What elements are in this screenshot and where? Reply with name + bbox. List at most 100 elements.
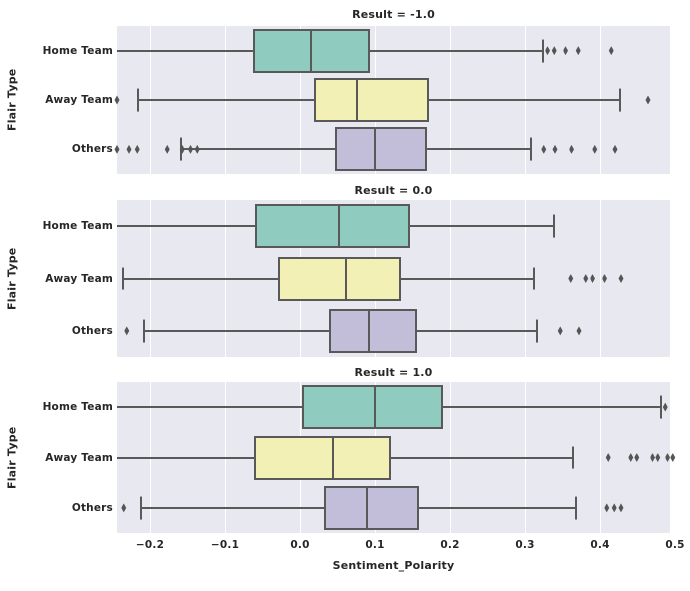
- y-tick-wrap: Home Team: [0, 26, 113, 174]
- x-axis-label: Sentiment_Polarity: [332, 559, 455, 572]
- outlier-marker: [608, 46, 614, 56]
- outlier-marker: [618, 503, 624, 513]
- whisker-high: [409, 225, 553, 228]
- y-tick-wrap: Home Team: [0, 200, 113, 357]
- outlier-marker: [114, 144, 120, 154]
- outlier-marker: [121, 503, 127, 513]
- outlier-marker: [551, 46, 557, 56]
- y-tick-label: Away Team: [45, 272, 113, 285]
- cap-low: [121, 267, 124, 290]
- y-tick-label: Home Team: [42, 401, 113, 414]
- outlier-marker: [612, 144, 618, 154]
- cap-high: [574, 496, 577, 520]
- y-tick-label: Home Team: [42, 220, 113, 233]
- outlier-marker: [650, 453, 655, 462]
- whisker-low: [117, 406, 302, 409]
- y-tick-wrap: Away Team: [0, 200, 113, 357]
- x-tick-label: −0.1: [210, 539, 240, 551]
- outlier-marker: [552, 144, 558, 154]
- x-tick-label: 0.3: [515, 539, 535, 551]
- cap-high: [571, 446, 574, 469]
- outlier-marker: [670, 453, 676, 462]
- x-tick-label: 0.0: [290, 539, 310, 551]
- x-tick-label: 0.1: [365, 539, 385, 551]
- outlier-marker: [134, 144, 140, 154]
- outlier-marker: [611, 503, 617, 513]
- outlier-marker: [645, 95, 651, 105]
- outlier-marker: [179, 144, 185, 154]
- whisker-high: [419, 506, 575, 509]
- whisker-high: [390, 456, 572, 459]
- outlier-marker: [541, 144, 547, 154]
- x-tick-label: 0.4: [590, 539, 610, 551]
- cap-high: [618, 88, 621, 112]
- outlier-marker: [665, 453, 670, 462]
- outlier-marker: [602, 274, 607, 283]
- cap-low: [137, 88, 140, 112]
- outlier-marker: [557, 326, 563, 336]
- outlier-marker: [569, 144, 574, 154]
- outlier-marker: [628, 453, 634, 462]
- outlier-marker: [576, 326, 582, 336]
- gridline-vertical: [675, 26, 676, 174]
- box-iqr: [324, 485, 420, 530]
- outlier-marker: [634, 453, 640, 462]
- whisker-low: [143, 329, 330, 332]
- box-iqr: [314, 78, 429, 122]
- outlier-marker: [592, 144, 598, 154]
- cap-high: [536, 319, 539, 343]
- y-tick-label: Others: [71, 324, 113, 337]
- outlier-marker: [126, 144, 132, 154]
- y-tick-label: Others: [71, 501, 113, 514]
- median-line: [332, 435, 335, 480]
- box-iqr: [301, 385, 443, 430]
- median-line: [366, 485, 368, 530]
- plot-panel: [117, 382, 676, 533]
- outlier-marker: [662, 402, 668, 412]
- y-tick-wrap: Away Team: [0, 382, 113, 533]
- x-tick-label: 0.5: [665, 539, 685, 551]
- outlier-marker: [114, 95, 120, 105]
- whisker-high: [442, 406, 660, 409]
- outlier-marker: [545, 46, 550, 56]
- outlier-marker: [618, 274, 624, 283]
- box-iqr: [278, 256, 402, 301]
- outlier-marker: [563, 46, 568, 56]
- plot-panel: [114, 26, 676, 174]
- gridline-vertical: [675, 382, 676, 533]
- outlier-marker: [575, 46, 581, 56]
- median-line: [356, 78, 359, 122]
- box-iqr: [253, 435, 391, 480]
- panel-title: Result = -1.0: [352, 8, 435, 21]
- median-line: [367, 308, 370, 353]
- y-tick-wrap: Others: [0, 382, 113, 533]
- whisker-low: [180, 148, 336, 151]
- y-tick-wrap: Away Team: [0, 26, 113, 174]
- y-tick-label: Others: [71, 143, 113, 156]
- whisker-low: [137, 99, 315, 101]
- cap-low: [143, 319, 146, 343]
- whisker-low: [140, 506, 324, 509]
- cap-high: [542, 39, 545, 63]
- median-line: [373, 385, 376, 430]
- cap-low: [140, 496, 143, 520]
- y-tick-label: Away Team: [45, 451, 113, 464]
- outlier-marker: [655, 453, 661, 462]
- box-iqr: [335, 127, 427, 172]
- whisker-high: [429, 99, 619, 101]
- y-tick-label: Home Team: [42, 44, 113, 57]
- box-iqr: [255, 204, 410, 249]
- whisker-low: [117, 225, 255, 228]
- median-line: [373, 127, 376, 172]
- cap-high: [552, 214, 555, 238]
- gridline-vertical: [600, 200, 601, 357]
- panel-title: Result = 0.0: [354, 184, 433, 197]
- cap-high: [660, 395, 662, 419]
- whisker-high: [369, 49, 543, 52]
- outlier-marker: [590, 274, 595, 283]
- whisker-low: [121, 277, 279, 280]
- plot-panel: [117, 200, 676, 357]
- outlier-marker: [124, 326, 130, 336]
- median-line: [309, 28, 312, 73]
